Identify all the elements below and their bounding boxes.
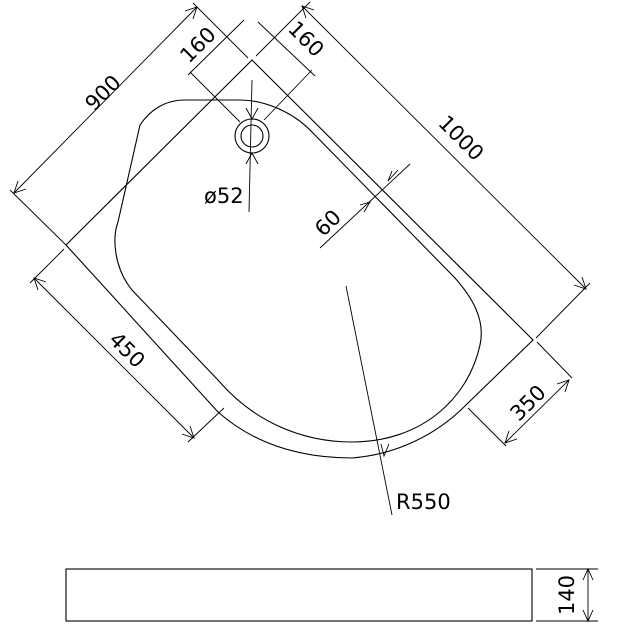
dim-350-line	[504, 379, 570, 444]
dim-450-line	[33, 277, 195, 439]
dim-900-ext-left	[9, 189, 67, 246]
drain-outer-circle	[234, 118, 270, 154]
dim-60-arrow-a	[359, 201, 371, 213]
dim-350-ext-bottom	[467, 407, 507, 447]
tray-outer-outline	[65, 59, 534, 459]
label-r550: R550	[396, 490, 451, 514]
drain-arrow-top	[245, 107, 259, 120]
dim-140-arrow-b	[582, 609, 594, 623]
dim-140-arrow-a	[582, 567, 594, 581]
label-1000: 1000	[434, 111, 489, 166]
tray-inner-outline	[114, 99, 482, 443]
dim-1000-arrow-a	[301, 5, 315, 19]
dim-900-line	[13, 6, 198, 194]
label-900: 900	[80, 70, 125, 115]
dim-r550-leader	[345, 285, 393, 516]
dim-1000-ext-right	[535, 282, 591, 339]
dim-350-arrow-a	[504, 430, 518, 444]
dim-450-arrow-a	[33, 277, 47, 291]
label-140: 140	[555, 575, 579, 615]
dim-160-right-line	[257, 21, 316, 77]
dim-60-line	[319, 163, 411, 249]
dim-450-ext-bottom	[187, 407, 225, 443]
dim-160-right-ext	[263, 69, 313, 121]
dim-160-left-ext	[189, 71, 241, 123]
drain-leader	[248, 79, 253, 213]
dim-r550-arrow	[380, 443, 390, 458]
drain-inner-circle	[240, 124, 264, 148]
dim-60-arrow-b	[387, 169, 399, 182]
dim-900-ext-top	[192, 2, 249, 59]
label-450: 450	[104, 327, 149, 372]
dim-450-arrow-b	[181, 425, 195, 439]
dim-350-ext-right	[536, 341, 573, 379]
dim-1000-ext-top	[255, 1, 311, 57]
dim-1000-arrow-b	[573, 276, 587, 290]
label-160-left: 160	[175, 22, 220, 67]
dim-160-left-line	[187, 19, 245, 76]
drain-arrow-bottom	[245, 152, 259, 165]
label-drain-diameter: ø52	[204, 184, 244, 208]
dim-450-ext-left	[29, 248, 65, 284]
tray-side-view	[65, 568, 533, 622]
label-60: 60	[310, 205, 346, 241]
dim-900-arrow-a	[13, 180, 27, 194]
dim-1000-line	[301, 5, 587, 290]
dim-900-arrow-b	[184, 6, 198, 20]
dim-350-arrow-b	[556, 379, 570, 393]
label-160-right: 160	[283, 16, 328, 61]
label-350: 350	[505, 380, 550, 425]
